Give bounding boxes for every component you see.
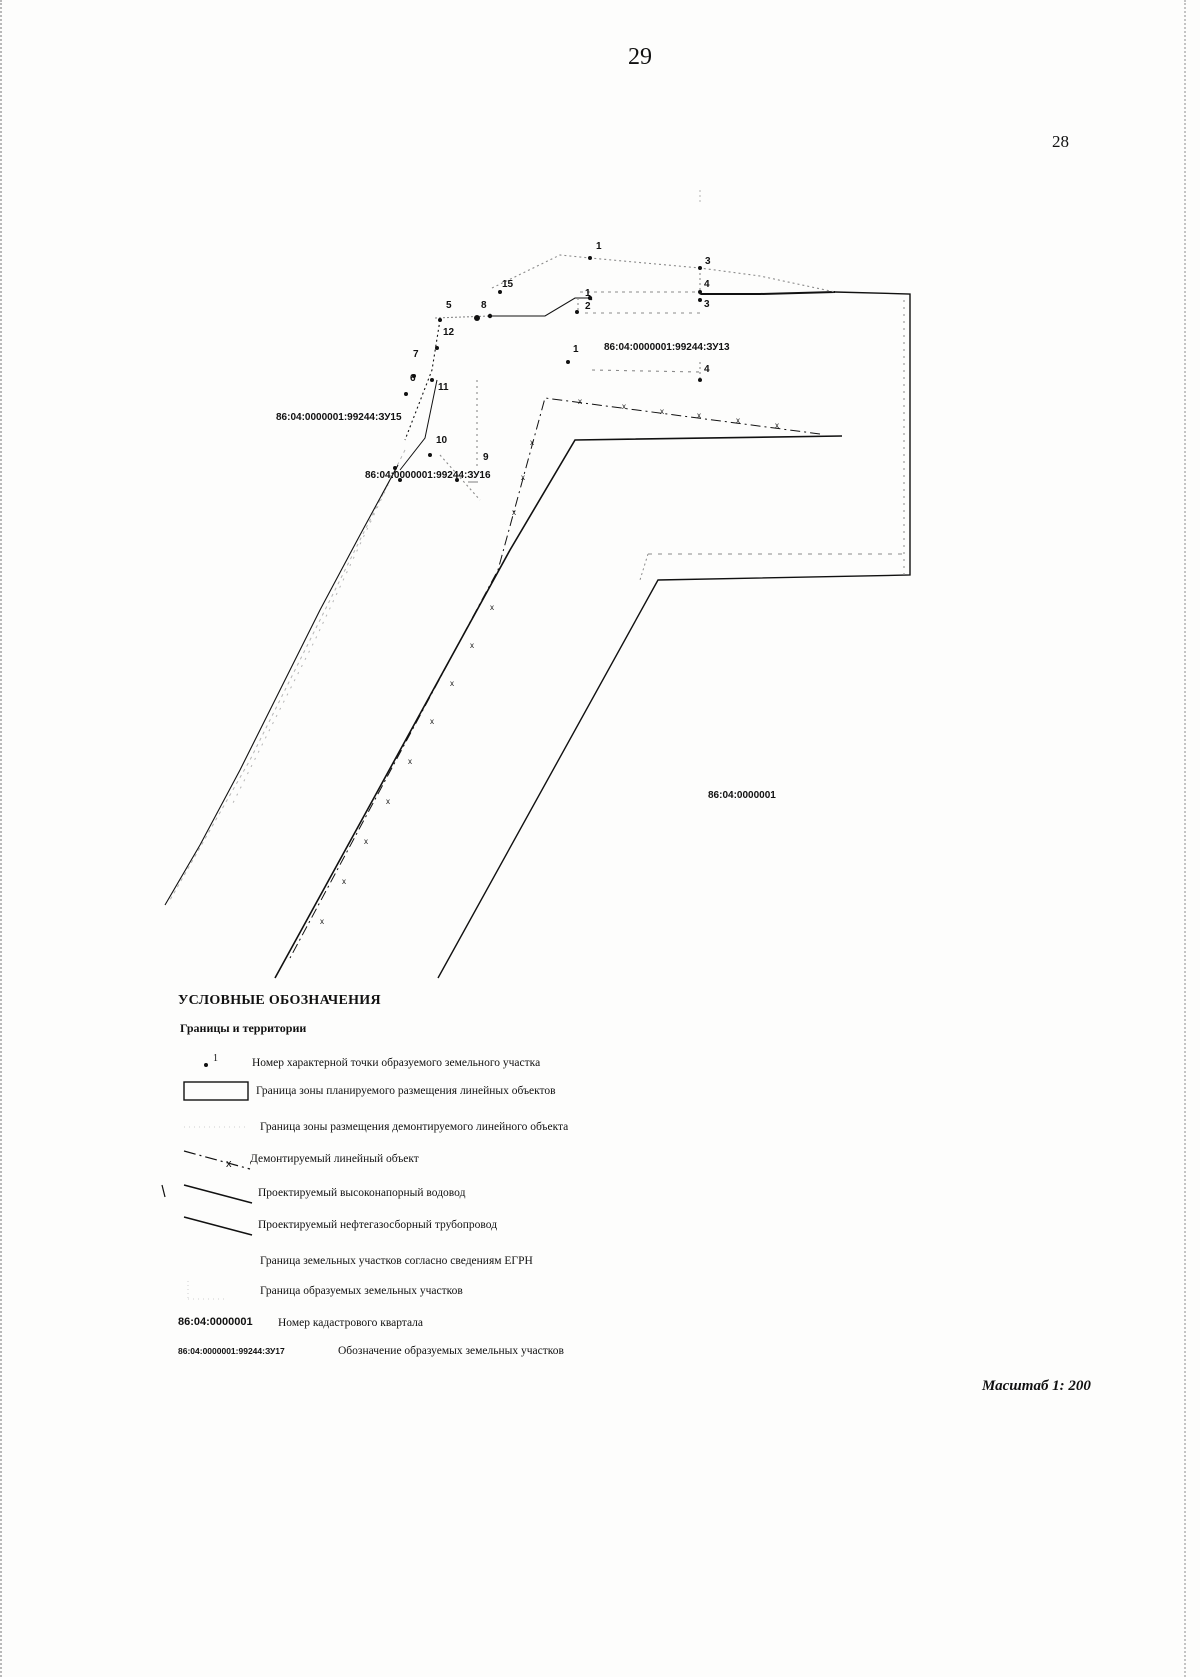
legend-item-dismantled-object: x Демонтируемый линейный объект [178,1149,1078,1175]
egrn-boundary-icon [178,1247,258,1275]
legend-item-oil-pipeline: Проектируемый нефтегазосборный трубопров… [178,1215,1078,1241]
svg-text:x: x [364,837,368,846]
parcel-label-zu13: 86:04:0000001:99244:ЗУ13 [604,342,730,353]
svg-text:x: x [470,641,474,650]
cadastral-quarter-label: 86:04:0000001 [708,790,776,801]
legend-item-dismantled-zone: Граница зоны размещения демонтируемого л… [178,1117,1078,1143]
legend-item-formed-parcels: Граница образуемых земельных участков [178,1281,1078,1307]
svg-text:x: x [386,797,390,806]
legend-parcel-code: 86:04:0000001:99244:ЗУ17 [178,1346,285,1356]
solid-line-icon [161,1184,253,1204]
legend-item-text: Граница земельных участков согласно свед… [260,1255,533,1267]
svg-text:x: x [521,473,525,482]
point-label: 9 [483,452,489,463]
dismantled-linear-object: x x x x x x x x x x x x x x x x x x [289,397,821,959]
scan-edge-left [0,0,6,1677]
parcel-label-zu16: 86:04:0000001:99244:ЗУ16 [365,470,491,481]
point-label: 11 [438,382,449,393]
legend-item-text: Проектируемый нефтегазосборный трубопров… [258,1219,498,1231]
characteristic-points [393,256,702,482]
point-label: 7 [413,349,419,360]
legend-item-text: Номер характерной точки образуемого земе… [252,1057,541,1069]
point-label: 1 [596,241,602,252]
point-label: 3 [704,299,710,310]
point-label: 6 [410,373,416,384]
legend-item-text: Граница зоны размещения демонтируемого л… [260,1121,569,1133]
point-label: 8 [481,300,487,311]
legend-title: УСЛОВНЫЕ ОБОЗНАЧЕНИЯ [178,993,381,1008]
legend-subtitle: Границы и территории [180,1021,307,1035]
svg-text:x: x [342,877,346,886]
point-label: 2 [585,301,591,312]
svg-text:x: x [775,421,779,430]
svg-text:x: x [430,717,434,726]
legend-item-text: Проектируемый высоконапорный водовод [258,1187,466,1199]
legend-item-text: Обозначение образуемых земельных участко… [338,1345,564,1357]
formed-parcels [399,268,701,501]
scan-edge-right [1184,0,1190,1677]
point-label: 4 [704,279,710,290]
legend-item-text: Граница зоны планируемого размещения лин… [256,1085,556,1097]
point-label: 12 [443,327,455,338]
faint-dotted-icon [187,1281,228,1300]
parcel-labels: 86:04:0000001:99244:ЗУ13 86:04:0000001:9… [276,342,776,801]
svg-text:x: x [660,407,664,416]
point-label: 15 [502,279,514,290]
solid-line-icon [183,1216,253,1236]
point-label: 5 [446,300,452,311]
legend-item-quarter-number: 86:04:0000001 Номер кадастрового квартал… [178,1313,1078,1339]
legend-item-planned-zone: Граница зоны планируемого размещения лин… [178,1081,1078,1107]
svg-text:x: x [530,438,534,447]
point-number-icon: 1 [204,1053,218,1067]
svg-text:x: x [512,508,516,517]
map-scale: Масштаб 1: 200 [982,1378,1091,1394]
legend-item-egrn-boundary: Граница земельных участков согласно свед… [178,1251,1078,1277]
legend-item-point-number: 1 Номер характерной точки образуемого зе… [178,1053,1078,1079]
legend-item-text: Граница образуемых земельных участков [260,1285,463,1297]
svg-text:x: x [697,411,701,420]
legend-x-symbol-text: x [226,1158,232,1170]
cadastral-map: x x x x x x x x x x x x x x x x x x [164,190,911,979]
dotted-boundary-icon [184,1126,248,1128]
zone-rectangle-icon [183,1081,249,1101]
point-label: 1 [585,288,591,299]
svg-text:x: x [320,917,324,926]
point-label: 3 [705,256,711,267]
left-corridor-boundary [164,464,399,906]
legend-item-text: Демонтируемый линейный объект [250,1153,419,1165]
legend-item-water-pipeline: Проектируемый высоконапорный водовод [161,1183,1078,1209]
sheet-number: 28 [1052,132,1069,151]
svg-text:x: x [450,679,454,688]
svg-text:x: x [578,397,582,406]
dismantled-zone-boundary [491,254,836,293]
dash-x-line-icon: x [183,1150,251,1170]
svg-text:x: x [622,402,626,411]
point-label: 1 [573,344,579,355]
legend-item-parcel-designation: 86:04:0000001:99244:ЗУ17 Обозначение обр… [178,1341,1078,1367]
projected-pipeline [274,435,843,979]
page-number: 29 [628,44,652,70]
svg-text:x: x [408,757,412,766]
legend-point-symbol-text: 1 [213,1053,218,1064]
legend-quarter-code: 86:04:0000001 [178,1316,253,1328]
svg-text:x: x [736,416,740,425]
svg-text:x: x [490,603,494,612]
planned-zone-boundary [437,291,911,979]
point-labels: 1 2 3 4 5 6 7 8 9 10 11 12 15 1 2 3 1 4 [410,241,711,463]
point-label: 4 [704,364,710,375]
parcel-label-zu15: 86:04:0000001:99244:ЗУ15 [276,412,402,423]
legend-item-text: Номер кадастрового квартала [278,1317,424,1329]
corridor-hatching [169,190,701,901]
point-label: 10 [436,435,448,446]
